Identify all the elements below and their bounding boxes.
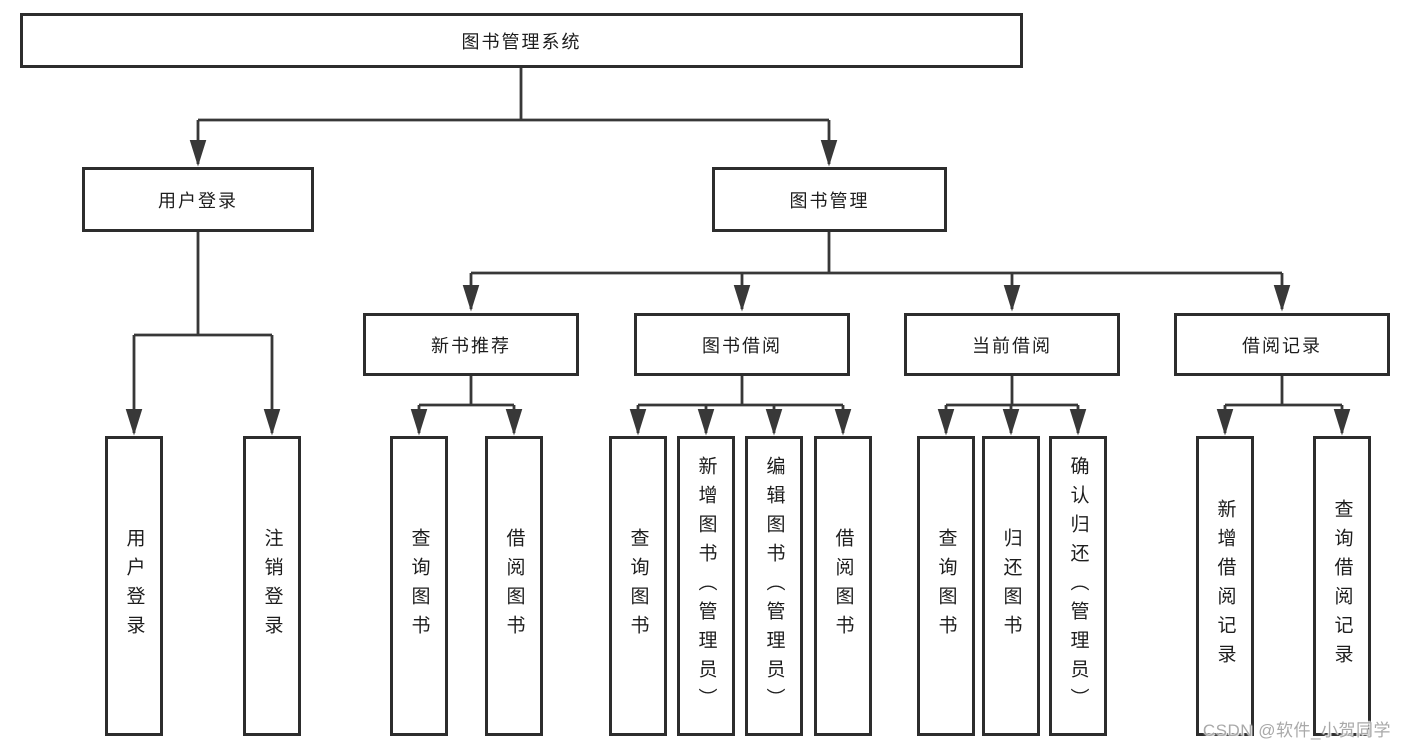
leaf-confirm-return-admin: 确认归还（管理员） xyxy=(1049,436,1107,736)
leaf-add-borrow-record: 新增借阅记录 xyxy=(1196,436,1254,736)
leaf-add-book-admin: 新增图书（管理员） xyxy=(677,436,735,736)
leaf-edit-book-admin: 编辑图书（管理员） xyxy=(745,436,803,736)
branch-lines xyxy=(134,68,1342,407)
leaf-query-book-current: 查询图书 xyxy=(917,436,975,736)
node-user-login: 用户登录 xyxy=(82,167,314,232)
node-book-management: 图书管理 xyxy=(712,167,947,232)
watermark: CSDN @软件_小贺同学 xyxy=(1202,721,1391,740)
leaf-query-borrow-record: 查询借阅记录 xyxy=(1313,436,1371,736)
leaf-query-book-borrow: 查询图书 xyxy=(609,436,667,736)
leaf-return-book: 归还图书 xyxy=(982,436,1040,736)
node-new-book-recommend: 新书推荐 xyxy=(363,313,579,376)
leaf-logout: 注销登录 xyxy=(243,436,301,736)
leaf-query-book-recommend: 查询图书 xyxy=(390,436,448,736)
node-borrow-records: 借阅记录 xyxy=(1174,313,1390,376)
leaf-user-login: 用户登录 xyxy=(105,436,163,736)
leaf-borrow-book: 借阅图书 xyxy=(814,436,872,736)
node-root-system: 图书管理系统 xyxy=(20,13,1023,68)
node-current-borrow: 当前借阅 xyxy=(904,313,1120,376)
leaf-borrow-book-recommend: 借阅图书 xyxy=(485,436,543,736)
node-book-borrow: 图书借阅 xyxy=(634,313,850,376)
